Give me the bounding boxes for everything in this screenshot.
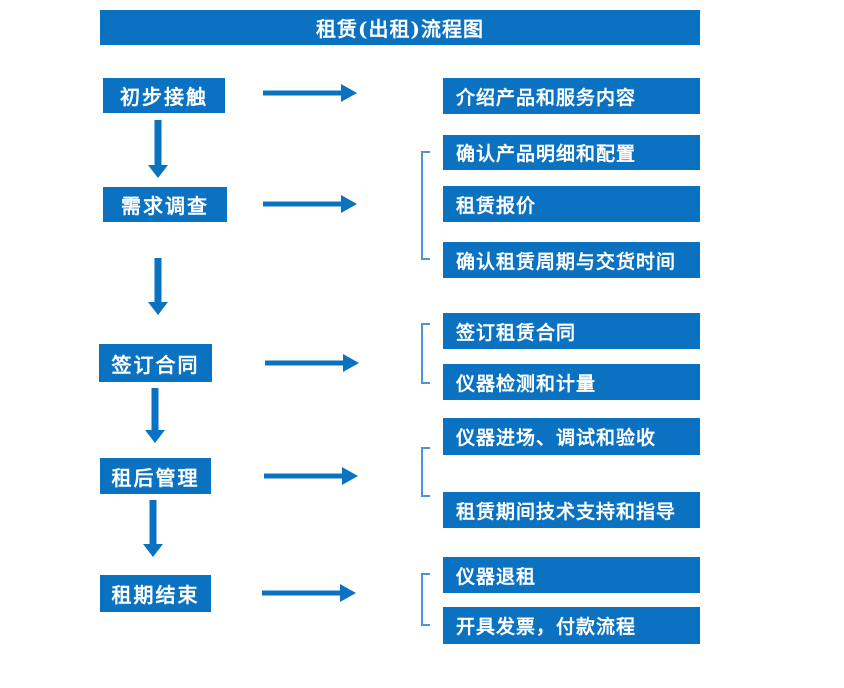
detail-box-instrument-testing: 仪器检测和计量 — [443, 364, 700, 400]
detail-box-confirm-details-config: 确认产品明细和配置 — [443, 135, 700, 170]
detail-box-invoice-payment: 开具发票，付款流程 — [443, 607, 700, 644]
arrow-head — [148, 165, 168, 178]
arrow-head — [341, 84, 357, 102]
arrow-right-stage-1 — [263, 84, 357, 102]
bracket-group-post-rental — [421, 447, 430, 497]
detail-box-tech-support: 租赁期间技术支持和指导 — [443, 492, 700, 528]
arrow-head — [148, 302, 168, 315]
arrow-head — [343, 354, 359, 372]
bracket-group-demand-survey — [421, 151, 430, 260]
stage-box-rental-end: 租期结束 — [100, 575, 211, 612]
detail-box-confirm-period-delivery: 确认租赁周期与交货时间 — [443, 242, 700, 278]
arrow-shaft — [154, 258, 162, 302]
arrow-shaft — [154, 120, 162, 165]
bracket-group-rental-end — [421, 573, 430, 626]
arrow-shaft — [151, 388, 159, 430]
arrow-shaft — [265, 360, 344, 366]
flowchart-title: 租赁(出租)流程图 — [100, 10, 700, 45]
arrow-down-1-2 — [148, 120, 168, 178]
arrow-head — [342, 467, 358, 485]
detail-box-introduce-products: 介绍产品和服务内容 — [443, 78, 700, 114]
bracket-group-sign-contract — [421, 323, 430, 384]
arrow-down-4-5 — [143, 500, 163, 557]
stage-box-demand-survey: 需求调查 — [103, 187, 227, 222]
arrow-shaft — [263, 201, 342, 207]
arrow-down-3-4 — [145, 388, 165, 443]
detail-box-instrument-return: 仪器退租 — [443, 557, 700, 593]
detail-box-rental-quote: 租赁报价 — [443, 186, 700, 222]
detail-box-sign-rental-contract: 签订租赁合同 — [443, 313, 700, 349]
arrow-head — [143, 544, 163, 557]
arrow-right-stage-5 — [262, 584, 356, 602]
arrow-shaft — [149, 500, 157, 544]
arrow-shaft — [264, 473, 343, 479]
arrow-right-stage-2 — [263, 195, 357, 213]
arrow-shaft — [263, 90, 342, 96]
stage-box-post-rental-management: 租后管理 — [100, 458, 211, 494]
stage-box-sign-contract: 签订合同 — [99, 344, 212, 382]
arrow-right-stage-3 — [265, 354, 359, 372]
detail-box-instrument-setup-acceptance: 仪器进场、调试和验收 — [443, 418, 700, 455]
arrow-shaft — [262, 590, 341, 596]
arrow-right-stage-4 — [264, 467, 358, 485]
arrow-head — [145, 430, 165, 443]
arrow-head — [340, 584, 356, 602]
stage-box-initial-contact: 初步接触 — [103, 78, 225, 113]
arrow-head — [341, 195, 357, 213]
arrow-down-2-3 — [148, 258, 168, 315]
